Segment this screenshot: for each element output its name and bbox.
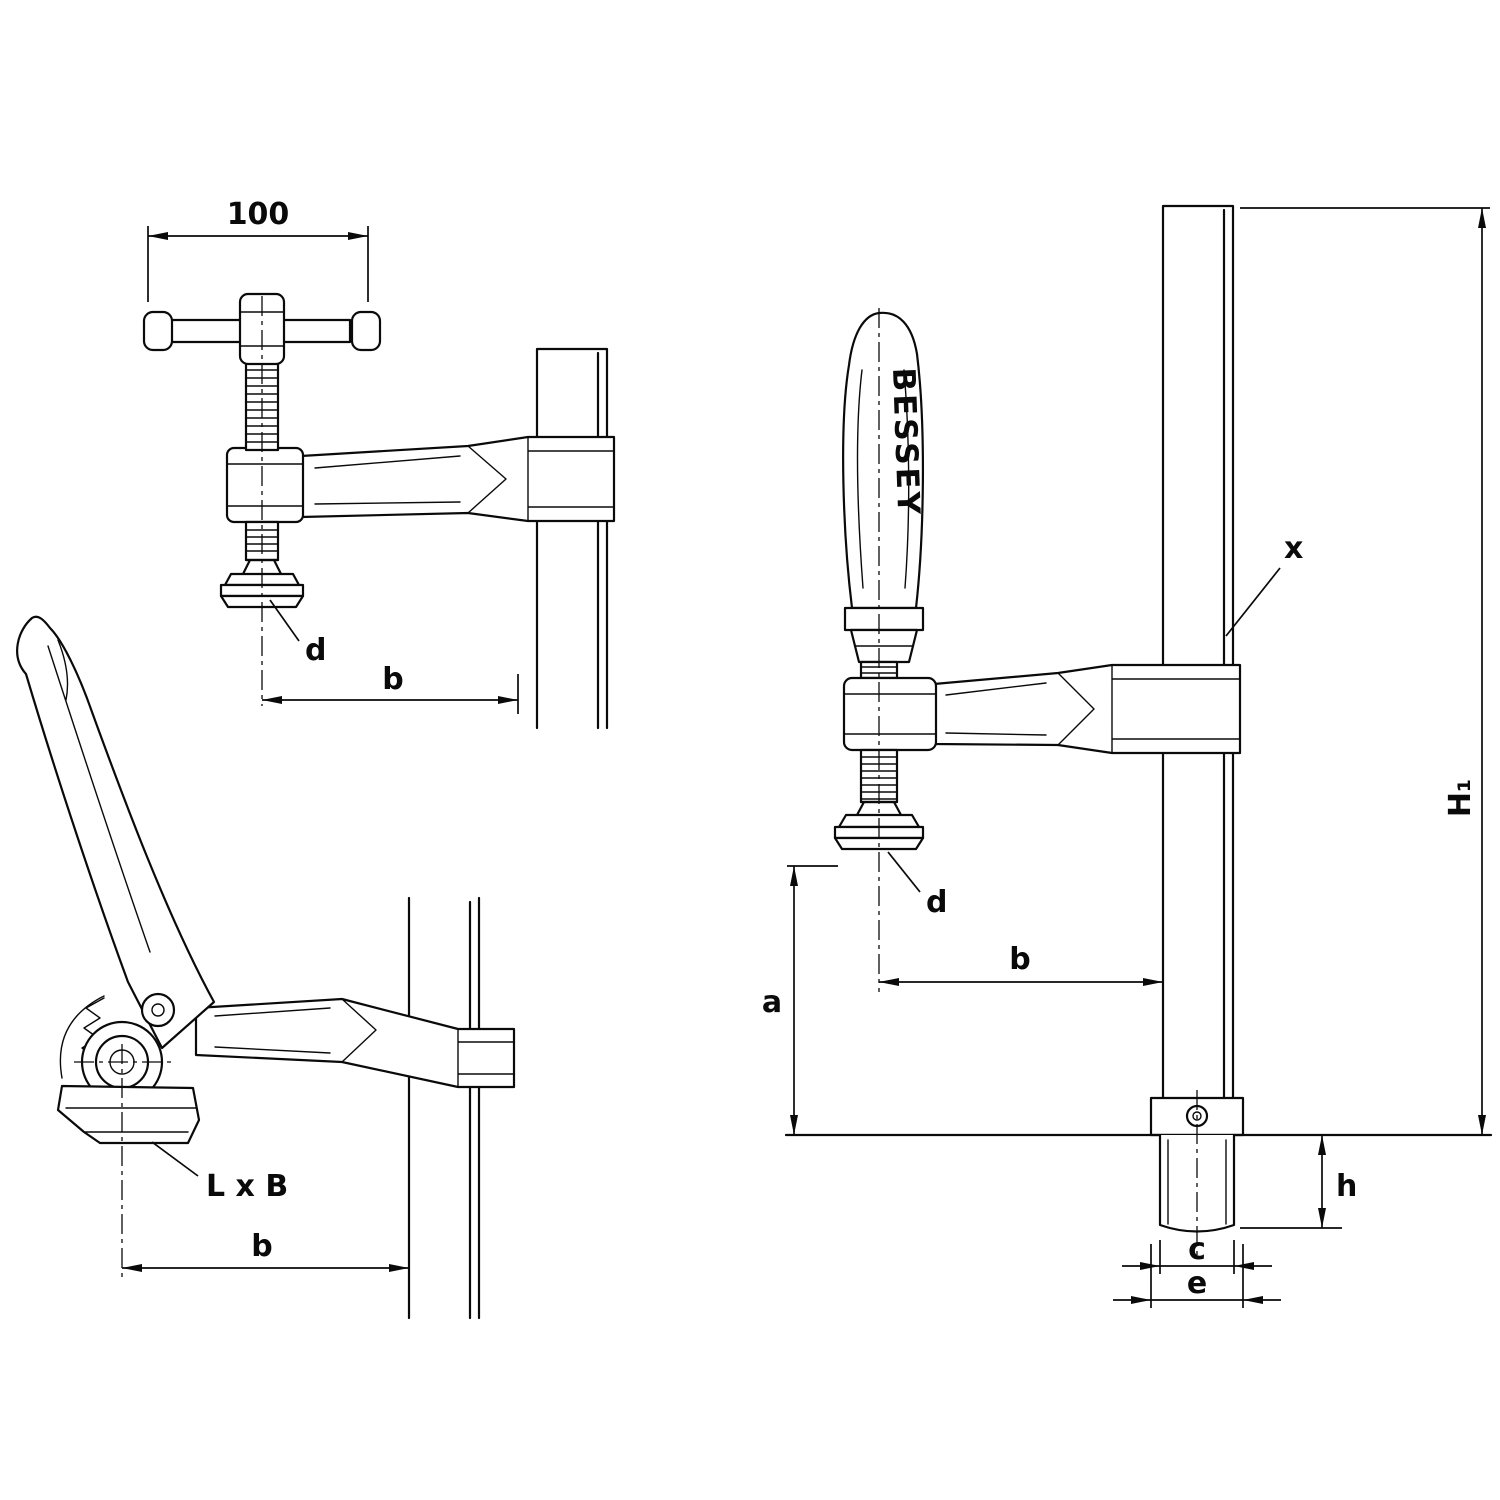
t-handle-end-right [350, 310, 382, 352]
dim-label-d: d [305, 633, 326, 668]
clamp-arm [932, 663, 1242, 755]
view-lever-variant: L x B b [16, 615, 516, 1320]
leader-x [1225, 567, 1281, 637]
lever-handle [16, 615, 216, 1050]
dim-label-h: h [1336, 1169, 1357, 1204]
clamp-arm [194, 997, 516, 1089]
dim-label-x: x [1284, 531, 1303, 566]
spindle-housing [842, 676, 938, 752]
t-handle-end-left [142, 310, 174, 352]
leader-d [887, 851, 921, 893]
clamp-foot [56, 1084, 201, 1145]
dim-label-b: b [1009, 942, 1030, 977]
view-front-t-handle: 100 d b [142, 197, 616, 730]
handle-collar [843, 606, 925, 632]
rail-profile [407, 896, 481, 1320]
brand-text: BESSEY [885, 367, 926, 518]
clamp-arm [299, 435, 616, 523]
dim-label-d: d [926, 885, 947, 920]
rail-profile [535, 347, 609, 730]
dim-label-h1: H₁ [1443, 779, 1478, 817]
dim-label-b: b [251, 1229, 272, 1264]
dim-label-100: 100 [227, 197, 290, 232]
dim-label-b: b [382, 662, 403, 697]
dim-label-e: e [1187, 1266, 1207, 1301]
dim-label-lxb: L x B [206, 1169, 288, 1204]
dim-label-a: a [762, 985, 782, 1020]
view-side-full: BESSEY x H₁ [762, 204, 1493, 1308]
dim-label-c: c [1188, 1232, 1206, 1267]
pivot-pin [140, 992, 176, 1028]
leader-d [269, 599, 300, 642]
leader-lxb [151, 1141, 199, 1177]
spindle-housing [225, 446, 305, 524]
